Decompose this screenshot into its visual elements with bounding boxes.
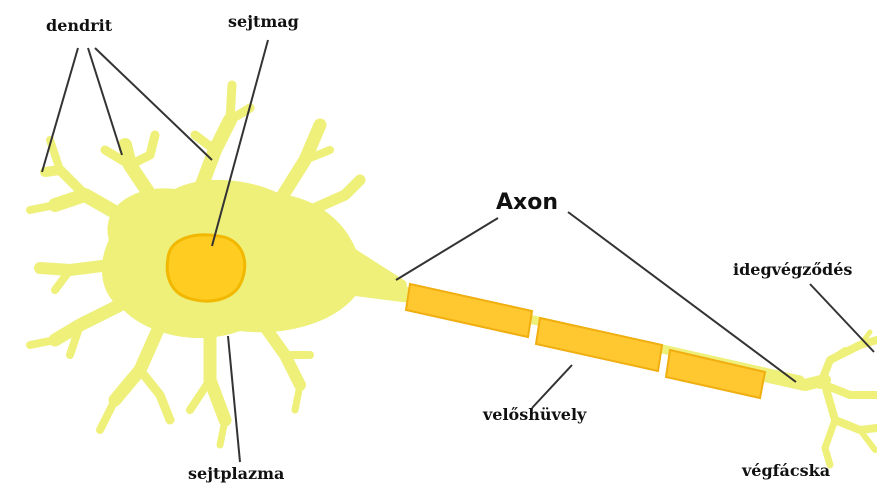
nucleus <box>167 235 245 301</box>
leader-line-nerve-ending <box>810 284 874 352</box>
label-dendrite: dendrit <box>46 18 112 34</box>
leader-line-dendrite-2 <box>88 48 122 155</box>
leader-line-axon-left <box>396 218 498 280</box>
label-nerve-ending: idegvégződés <box>733 262 852 278</box>
leader-line-dendrite-1 <box>42 48 78 172</box>
myelin-segment <box>536 318 662 371</box>
label-cytoplasm: sejtplazma <box>188 466 284 482</box>
cell-body <box>103 181 410 337</box>
axon-terminal <box>760 332 877 465</box>
leader-line-myelin <box>532 365 572 408</box>
myelin-sheath <box>406 284 765 398</box>
label-terminal-branches: végfácska <box>742 463 830 479</box>
myelin-segment <box>406 284 532 337</box>
leader-line-cytoplasm <box>228 336 240 462</box>
label-myelin-sheath: velőshüvely <box>483 407 586 423</box>
label-axon: Axon <box>496 192 558 214</box>
label-nucleus: sejtmag <box>228 14 299 30</box>
